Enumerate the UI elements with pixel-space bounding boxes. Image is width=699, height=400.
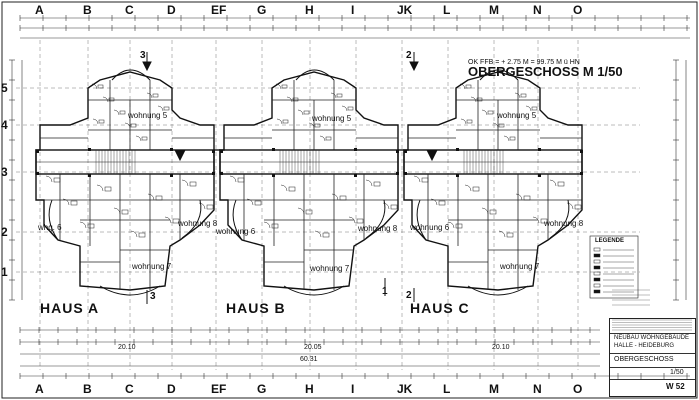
- grid-label: 1: [1, 265, 8, 279]
- apartment-label: whg. 6: [38, 223, 62, 232]
- grid-label: M: [489, 3, 499, 17]
- project-line-2: HALLE - HEIDEBURG: [614, 343, 675, 349]
- grid-label: EF: [211, 382, 227, 396]
- dimension-total: 20.10: [118, 344, 136, 351]
- dimension-total: 20.10: [492, 344, 510, 351]
- grid-label: H: [305, 382, 314, 396]
- grid-label: G: [257, 382, 267, 396]
- house-label-a: HAUS A: [40, 300, 100, 316]
- grid-label: D: [167, 382, 176, 396]
- dimension-total: 60.31: [300, 356, 318, 363]
- grid-label: 5: [1, 81, 8, 95]
- drawing-name: OBERGESCHOSS: [614, 356, 674, 363]
- apartment-label: wohnung 8: [358, 224, 398, 233]
- house-label-c: HAUS C: [410, 300, 470, 316]
- plan-title: OBERGESCHOSS M 1/50: [468, 64, 623, 79]
- apartment-label: wohnung 5: [128, 111, 168, 120]
- section-mark: 3: [140, 50, 146, 61]
- grid-label: A: [35, 3, 44, 17]
- section-mark: 1: [382, 286, 388, 297]
- grid-label: M: [489, 382, 499, 396]
- grid-label: N: [533, 382, 542, 396]
- grid-label: G: [257, 3, 267, 17]
- grid-label: 2: [1, 225, 8, 239]
- apartment-label: wohnung 7: [310, 264, 350, 273]
- apartment-label: wohnung 5: [497, 111, 537, 120]
- project-line-1: NEUBAU WOHNGEBÄUDE: [614, 335, 690, 341]
- grid-label: C: [125, 3, 134, 17]
- grid-label: B: [83, 382, 92, 396]
- grid-label: O: [573, 382, 583, 396]
- grid-label: A: [35, 382, 44, 396]
- apartment-label: wohnung 6: [410, 223, 450, 232]
- grid-label: EF: [211, 3, 227, 17]
- dimension-total: 20.05: [304, 344, 322, 351]
- grid-label: D: [167, 3, 176, 17]
- grid-label: N: [533, 3, 542, 17]
- grid-label: JK: [397, 3, 413, 17]
- grid-label: I: [351, 382, 355, 396]
- apartment-label: wohnung 6: [216, 227, 256, 236]
- house-label-b: HAUS B: [226, 300, 286, 316]
- grid-label: 3: [1, 165, 8, 179]
- apartment-label: wohnung 5: [312, 114, 352, 123]
- grid-label: H: [305, 3, 314, 17]
- section-mark: 2: [406, 290, 412, 301]
- section-mark: 3: [150, 291, 156, 302]
- section-mark: 2: [406, 50, 412, 61]
- legend-title: LEGENDE: [595, 238, 625, 244]
- grid-label: B: [83, 3, 92, 17]
- grid-label: L: [443, 3, 451, 17]
- grid-label: L: [443, 382, 451, 396]
- sheet-number: W 52: [666, 382, 685, 391]
- grid-label: I: [351, 3, 355, 17]
- apartment-label: wohnung 8: [178, 219, 218, 228]
- level-note: OK FFB = + 2.75 M = 99.75 M ü HN: [468, 59, 580, 66]
- grid-label: JK: [397, 382, 413, 396]
- apartment-label: wohnung 7: [500, 262, 540, 271]
- apartment-label: wohnung 8: [544, 219, 584, 228]
- grid-label: C: [125, 382, 134, 396]
- grid-label: O: [573, 3, 583, 17]
- drawing-scale: 1/50: [670, 369, 684, 376]
- grid-label: 4: [1, 118, 8, 132]
- title-block: NEUBAU WOHNGEBÄUDE HALLE - HEIDEBURG OBE…: [609, 318, 696, 397]
- apartment-label: wohnung 7: [132, 262, 172, 271]
